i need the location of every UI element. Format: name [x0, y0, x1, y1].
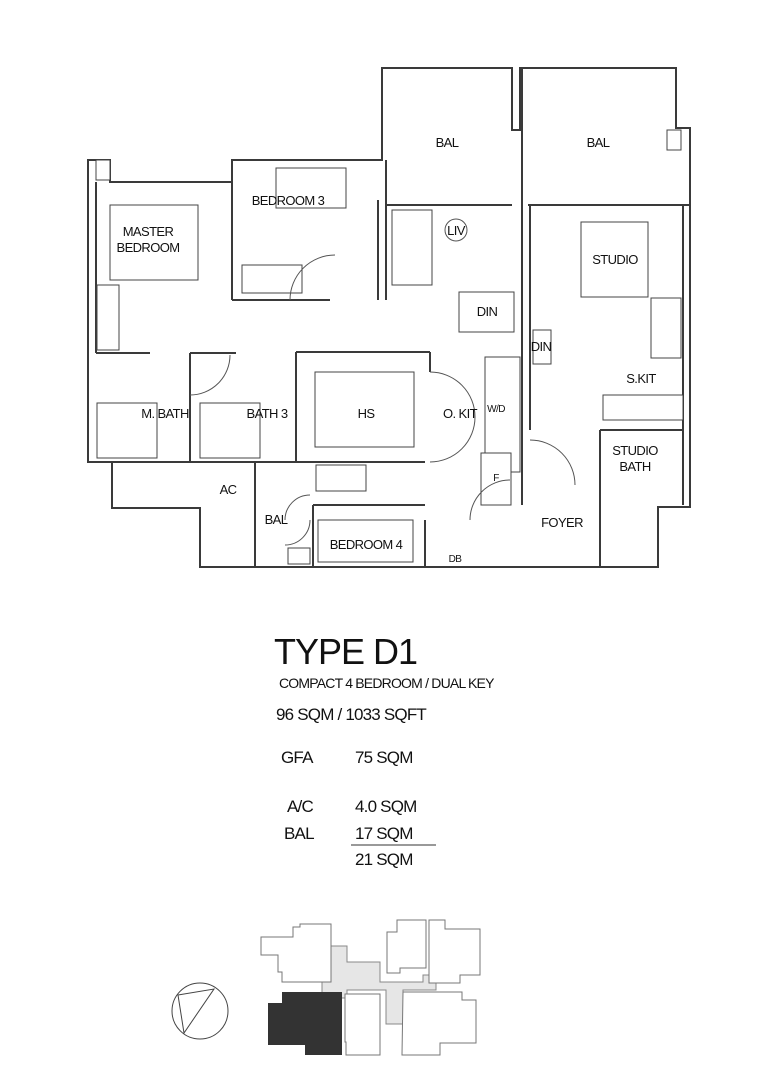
- furniture: [95, 129, 684, 565]
- north-compass-icon: [171, 982, 229, 1040]
- bedroom3-wardrobe: [241, 264, 303, 294]
- gfa-label: GFA: [281, 748, 314, 767]
- unit-description: COMPACT 4 BEDROOM / DUAL KEY: [279, 675, 495, 691]
- room-label: BEDROOM 4: [330, 537, 403, 552]
- gfa-value: 75 SQM: [355, 748, 413, 767]
- sum-value: 21 SQM: [355, 850, 413, 869]
- bedroom4-bed: [317, 519, 414, 563]
- key-plan-highlighted-unit: [268, 992, 342, 1055]
- room-label: BATH: [619, 459, 651, 474]
- unit-type-title: TYPE D1: [274, 631, 417, 672]
- room-label: STUDIO: [592, 252, 638, 267]
- outer-wall: [87, 67, 691, 568]
- aircon-ledge-2: [95, 159, 111, 181]
- room-label: AC: [220, 482, 237, 497]
- studio-bed: [580, 221, 649, 298]
- room-labels: BAL BAL BEDROOM 3 MASTER BEDROOM LIV STU…: [117, 135, 659, 565]
- room-label: HS: [358, 406, 376, 421]
- studio-kitchen-counter: [602, 394, 684, 421]
- liv-marker: [444, 218, 468, 242]
- room-label: BATH 3: [247, 406, 288, 421]
- ac-label: A/C: [287, 797, 313, 816]
- room-label: STUDIO: [612, 443, 658, 458]
- room-label: DB: [449, 554, 463, 565]
- household-shelter: [314, 371, 415, 448]
- master-wardrobe: [96, 284, 120, 351]
- interior-walls: [95, 68, 690, 567]
- room-label: FOYER: [541, 515, 583, 530]
- room-label: MASTER: [123, 224, 174, 239]
- room-label: W/D: [487, 404, 505, 415]
- unit-total-area: 96 SQM / 1033 SQFT: [276, 705, 426, 724]
- room-label: LIV: [447, 223, 466, 238]
- studio-wardrobe: [650, 297, 682, 359]
- key-plan-block: [428, 919, 481, 984]
- studio-dining-table: [532, 329, 552, 365]
- room-label: BAL: [436, 135, 459, 150]
- room-label: S.KIT: [626, 371, 656, 386]
- bal-value: 17 SQM: [355, 824, 413, 843]
- room-label: DIN: [477, 304, 498, 319]
- master-bed: [109, 204, 199, 281]
- bal-label: BAL: [284, 824, 314, 843]
- fridge: [480, 452, 512, 506]
- room-label: BAL: [265, 512, 288, 527]
- key-plan-block: [344, 993, 381, 1056]
- room-label: F: [493, 473, 499, 484]
- dining-table: [458, 291, 515, 333]
- bedroom3-bed: [275, 167, 347, 209]
- room-label: BEDROOM 3: [252, 193, 325, 208]
- bedroom4-wardrobe: [315, 464, 367, 492]
- room-label: BAL: [587, 135, 610, 150]
- bath3-shower: [199, 402, 261, 459]
- room-label: BEDROOM: [117, 240, 180, 255]
- key-plan-block: [401, 991, 477, 1056]
- key-plan-block: [260, 923, 332, 983]
- room-label: DIN: [531, 339, 552, 354]
- aircon-ledge: [287, 547, 311, 565]
- room-label: O. KIT: [443, 406, 478, 421]
- sofa: [391, 209, 433, 286]
- room-label: M. BATH: [141, 406, 189, 421]
- key-plan: [260, 919, 481, 1056]
- ac-value: 4.0 SQM: [355, 797, 416, 816]
- aircon-ledge-3: [666, 129, 682, 151]
- key-plan-block: [386, 919, 427, 974]
- master-shower: [96, 402, 158, 459]
